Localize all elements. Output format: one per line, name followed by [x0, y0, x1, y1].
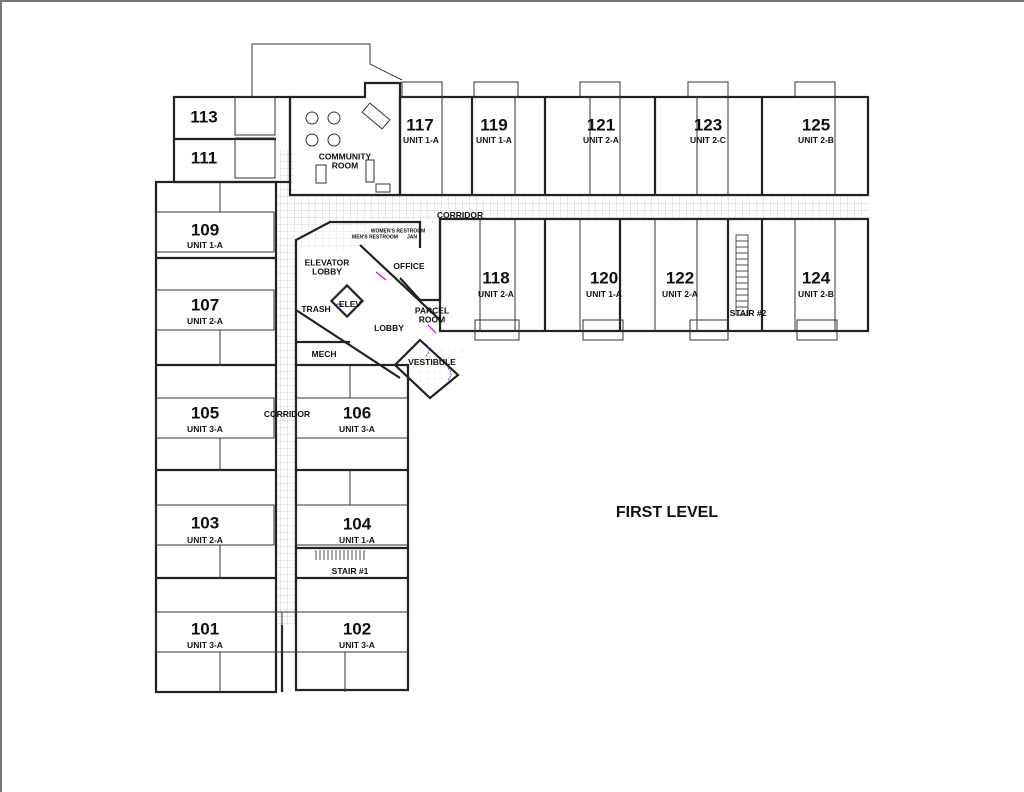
unit-number-104: 104 — [342, 514, 372, 534]
unit-type-107: UNIT 2-A — [187, 315, 223, 326]
west-wing-partitions — [155, 96, 409, 692]
corridor-east-label: CORRIDOR — [436, 209, 484, 220]
unit-type-103: UNIT 2-A — [187, 534, 223, 545]
unit-number-123: 123 — [693, 115, 723, 135]
elevator-lobby-label: ELEVATOR LOBBY — [304, 257, 350, 276]
unit-number-107: 107 — [190, 295, 220, 315]
corridor-south-label: CORRIDOR — [263, 408, 311, 419]
mech-label: MECH — [311, 348, 337, 359]
unit-type-105: UNIT 3-A — [187, 423, 223, 434]
unit-type-104: UNIT 1-A — [339, 534, 375, 545]
unit-type-102: UNIT 3-A — [339, 639, 375, 650]
unit-number-122: 122 — [665, 268, 695, 288]
canopy-outline — [251, 43, 403, 97]
unit-number-113: 113 — [190, 107, 218, 127]
unit-number-103: 103 — [190, 513, 220, 533]
unit-number-125: 125 — [801, 115, 831, 135]
vestibule-label: VESTIBULE — [408, 356, 456, 367]
womens-restroom-label: WOMEN'S RESTROOM — [370, 228, 426, 235]
unit-number-119: 119 — [480, 115, 508, 135]
stair-2-label: STAIR #2 — [729, 307, 767, 318]
stair-1-label: STAIR #1 — [331, 565, 369, 576]
unit-number-109: 109 — [190, 220, 220, 240]
unit-number-117: 117 — [406, 115, 434, 135]
north-wing-walls — [398, 95, 870, 333]
unit-type-101: UNIT 3-A — [187, 639, 223, 650]
core-walls — [294, 219, 460, 400]
unit-type-106: UNIT 3-A — [339, 423, 375, 434]
unit-number-124: 124 — [801, 268, 831, 288]
unit-number-111: 111 — [190, 148, 218, 168]
office-label: OFFICE — [393, 260, 425, 271]
unit-number-106: 106 — [342, 403, 372, 423]
unit-type-120: UNIT 1-A — [586, 288, 622, 299]
mens-restroom-label: MEN'S RESTROOM — [352, 234, 398, 241]
unit-type-122: UNIT 2-A — [662, 288, 698, 299]
community-room-furniture — [305, 102, 391, 193]
unit-number-121: 121 — [586, 115, 616, 135]
corridor-floor — [276, 150, 868, 625]
elevator-label: ELEV — [338, 298, 362, 309]
trash-label: TRASH — [301, 303, 331, 314]
unit-number-118: 118 — [482, 268, 510, 288]
unit-type-109: UNIT 1-A — [187, 239, 223, 250]
janitor-label: JAN — [406, 234, 418, 241]
unit-type-117: UNIT 1-A — [403, 134, 439, 145]
unit-type-121: UNIT 2-A — [583, 134, 619, 145]
accent-lines — [333, 271, 452, 381]
unit-number-120: 120 — [589, 268, 619, 288]
unit-type-125: UNIT 2-B — [798, 134, 834, 145]
unit-type-118: UNIT 2-A — [478, 288, 514, 299]
unit-type-123: UNIT 2-C — [690, 134, 726, 145]
unit-type-119: UNIT 1-A — [476, 134, 512, 145]
community-room-label: COMMUNITY ROOM — [318, 151, 372, 170]
north-wing-partitions — [401, 81, 838, 341]
unit-number-102: 102 — [342, 619, 372, 639]
lobby-label: LOBBY — [374, 322, 404, 333]
drawing-title: FIRST LEVEL — [615, 504, 719, 521]
unit-number-105: 105 — [190, 403, 220, 423]
unit-type-124: UNIT 2-B — [798, 288, 834, 299]
parcel-room-label: PARCEL ROOM — [414, 305, 450, 324]
community-room-walls — [288, 81, 402, 197]
west-wing-walls — [154, 95, 410, 694]
unit-number-101: 101 — [190, 619, 220, 639]
